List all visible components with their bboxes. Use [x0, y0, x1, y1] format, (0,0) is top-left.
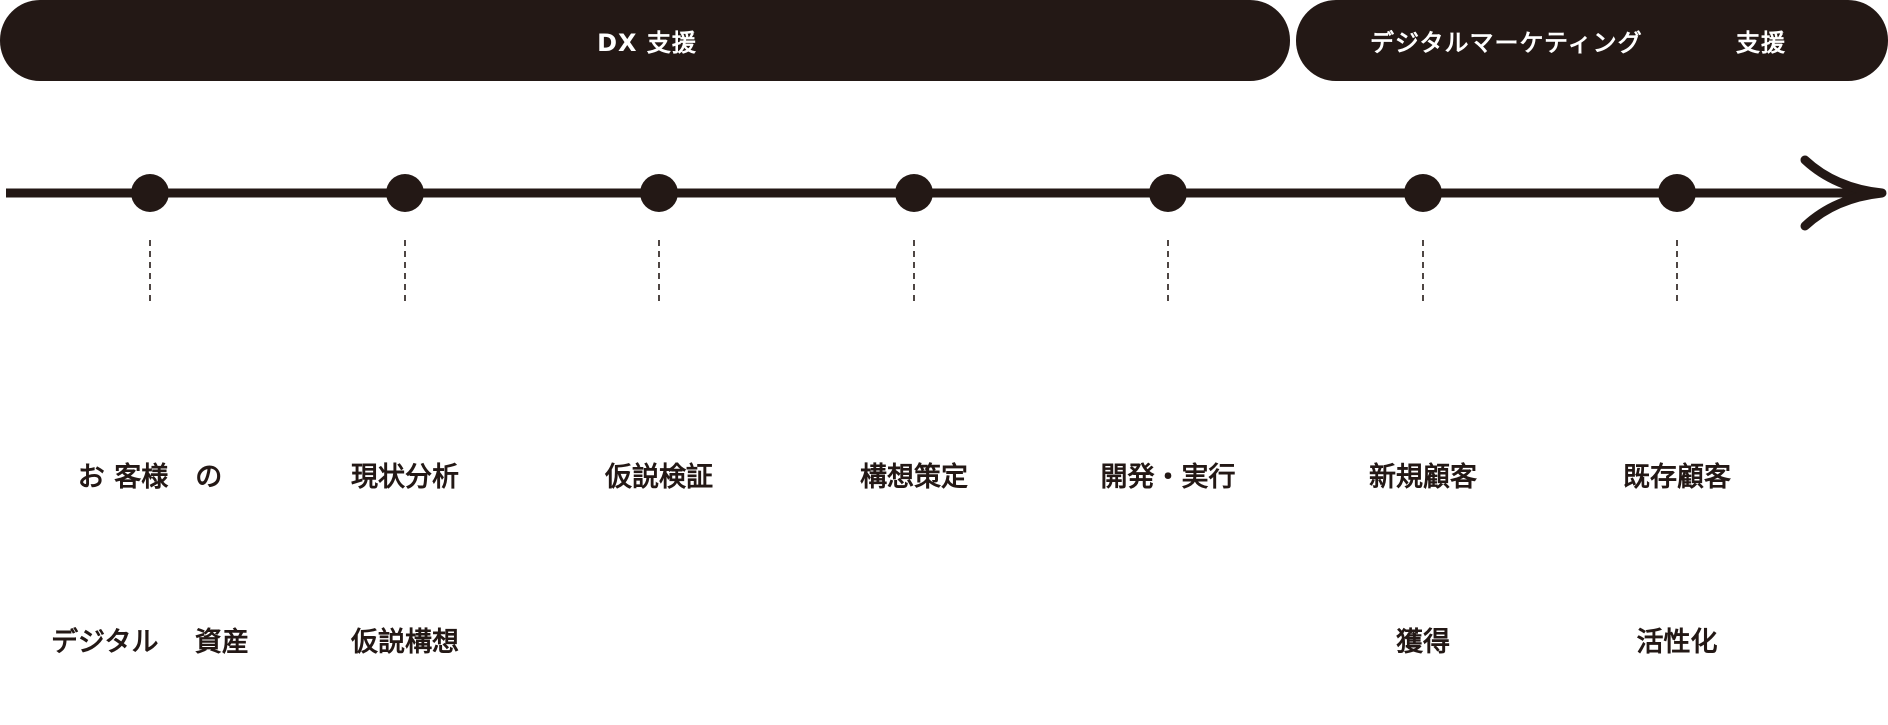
step-marker-7 [1658, 174, 1696, 305]
timeline-dot [386, 174, 424, 212]
timeline-diagram [6, 155, 1887, 305]
digital-marketing-support-banner: デジタルマーケティング 支援 [1296, 0, 1888, 81]
step-label-line1: 新規顧客 [1369, 462, 1477, 493]
step-label-7: 既存顧客 活性化 [1567, 340, 1787, 725]
timeline-dot [1658, 174, 1696, 212]
step-label-line1: お 客様 の [77, 462, 223, 493]
step-marker-1 [131, 174, 169, 305]
dx-support-banner: DX 支援 [0, 0, 1290, 81]
step-marker-6 [1404, 174, 1442, 305]
arrow-head-icon [1800, 155, 1887, 231]
step-label-line2: 獲得 [1396, 627, 1450, 658]
step-label-line2: 仮説構想 [351, 627, 459, 658]
step-label-3: 仮説検証 [549, 340, 769, 670]
timeline-dot [1404, 174, 1442, 212]
step-label-line1: 現状分析 [351, 462, 459, 493]
step-label-line2: 活性化 [1636, 627, 1718, 658]
step-marker-4 [895, 174, 933, 305]
timeline-dot [131, 174, 169, 212]
timeline-dot [895, 174, 933, 212]
step-label-2: 現状分析 仮説構想 [295, 340, 515, 725]
step-label-line2: デジタル 資産 [51, 627, 249, 658]
step-marker-3 [640, 174, 678, 305]
step-marker-2 [386, 174, 424, 305]
step-label-line1: 仮説検証 [605, 462, 713, 493]
step-label-line1: 構想策定 [860, 462, 968, 493]
digital-marketing-support-label: 支援 [1736, 29, 1786, 57]
step-marker-5 [1149, 174, 1187, 305]
step-label-5: 開発・実行 [1058, 340, 1278, 670]
step-label-line1: 既存顧客 [1623, 462, 1731, 493]
step-label-line1: 開発・実行 [1100, 462, 1236, 493]
step-label-6: 新規顧客 獲得 [1313, 340, 1533, 725]
step-label-4: 構想策定 [804, 340, 1024, 670]
step-label-1: お 客様 の デジタル 資産 [40, 340, 260, 725]
timeline-dot [1149, 174, 1187, 212]
dx-support-label: DX 支援 [597, 29, 697, 57]
timeline-dot [640, 174, 678, 212]
digital-marketing-label: デジタルマーケティング [1370, 29, 1643, 57]
